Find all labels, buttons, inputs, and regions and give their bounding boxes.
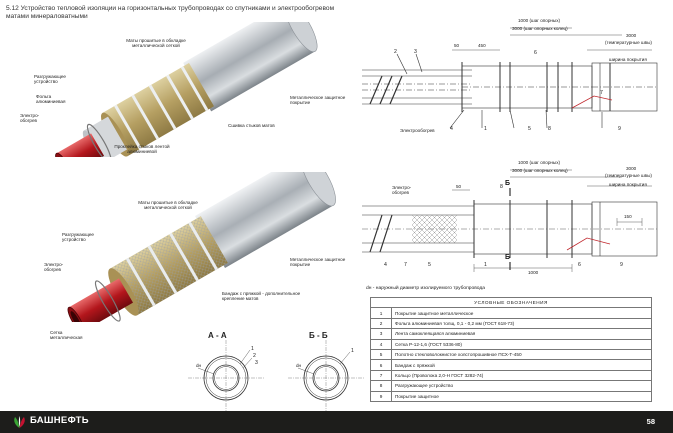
callout-tape: Проклейка стыков лентой алюминиевой [114,144,170,155]
top-num-1: 1 [484,126,487,132]
callout-heater: Электро-обогрев [20,113,40,124]
top-num-7: 7 [600,90,603,96]
top-width-label: ширина покрытия [609,57,647,62]
section-a-view [188,340,264,416]
bottom-dim-3000: 3000 (шаг опорных колец) [512,168,568,173]
top-num-9: 9 [618,126,621,132]
callout-mats: Маты прошитые в обкладке металлической с… [126,38,186,49]
top-dim-right-sub: (температурные швы) [605,40,652,45]
top-dim-50: 50 [454,43,460,48]
section-a-num-2: 2 [253,353,256,359]
bottom-num-1: 1 [484,262,487,268]
top-dim-450: 450 [478,43,486,48]
bottom-section-mark-bottom: Б [505,254,511,261]
section-b-title: Б - Б [309,331,328,340]
callout-mesh: Сетка металлическая [50,330,83,341]
callout-unloading: Разгружающее устройство [34,74,66,85]
section-b-num-1: 1 [351,348,354,354]
bottom-dim-1000: 1000 (шаг опорных) [518,160,561,165]
bottom-pipe-illustration [67,172,336,322]
bottom-num-7: 7 [404,262,407,268]
bottom-dim-50: 50 [456,184,462,189]
bottom-num-4: 4 [384,262,387,268]
section-b-view [288,340,364,416]
section-a-num-1: 1 [251,346,254,352]
bottom-dim-bottom-1000: 1000 [528,270,539,275]
callout-unloading-2: Разгружающее устройство [62,232,94,243]
bottom-section-mark-top: Б [505,180,511,187]
callout-bandage: Бандаж с пряжкой - дополнительное крепле… [222,291,301,302]
top-num-3: 3 [414,49,417,55]
legend-header: УСЛОВНЫЕ ОБОЗНАЧЕНИЯ [370,296,652,309]
bottom-num-6: 6 [578,262,581,268]
bottom-technical-drawing [362,169,658,272]
bottom-dim-150: 150 [624,214,632,219]
top-num-8: 8 [548,126,551,132]
callout-heater-2: Электро-обогрев [44,262,64,273]
section-a-title: А - А [208,331,227,340]
bottom-width-label: ширина покрытия [609,182,647,187]
bottom-dim-right-sub: (температурные швы) [605,173,652,178]
bashneft-logo-icon [14,416,25,428]
footnote: dн - наружный диаметр изолируемого трубо… [366,286,485,291]
top-dim-3000: 3000 (шаг опорных колец) [512,26,568,31]
callout-foil: Фольга алюминиевая [36,94,66,105]
bottom-num-9: 9 [620,262,623,268]
page-title: 5.12 Устройство тепловой изоляции на гор… [6,5,335,20]
callout-seam: Сшивка стыков матов [228,123,275,128]
top-num-5: 5 [528,126,531,132]
section-a-num-3: 3 [255,360,258,366]
bottom-heater-label: Электро-обогрев [392,185,412,195]
bottom-num-8: 8 [500,184,503,190]
footer-bar: БАШНЕФТЬ 58 [0,411,673,433]
top-dim-1000: 1000 (шаг опорных) [518,18,561,23]
bottom-num-5: 5 [428,262,431,268]
section-b-dn: dн [296,363,302,368]
top-num-4: 4 [450,126,453,132]
top-num-6: 6 [534,50,537,56]
top-num-2: 2 [394,49,397,55]
brand-name: БАШНЕФТЬ [30,415,89,426]
section-a-dn: dн [196,363,202,368]
top-heater-label: Электрообогрев [400,128,435,133]
callout-cover: Металлическое защитное покрытие [290,95,346,106]
page-number: 58 [646,417,655,426]
callout-cover-2: Металлическое защитное покрытие [290,257,346,268]
top-pipe-illustration [55,22,318,157]
callout-mats-2: Маты прошитые в обкладке металлической с… [138,200,198,211]
top-dim-right-3000: 3000 [626,33,637,38]
top-technical-drawing [362,27,658,129]
bottom-dim-right-3000: 3000 [626,166,637,171]
